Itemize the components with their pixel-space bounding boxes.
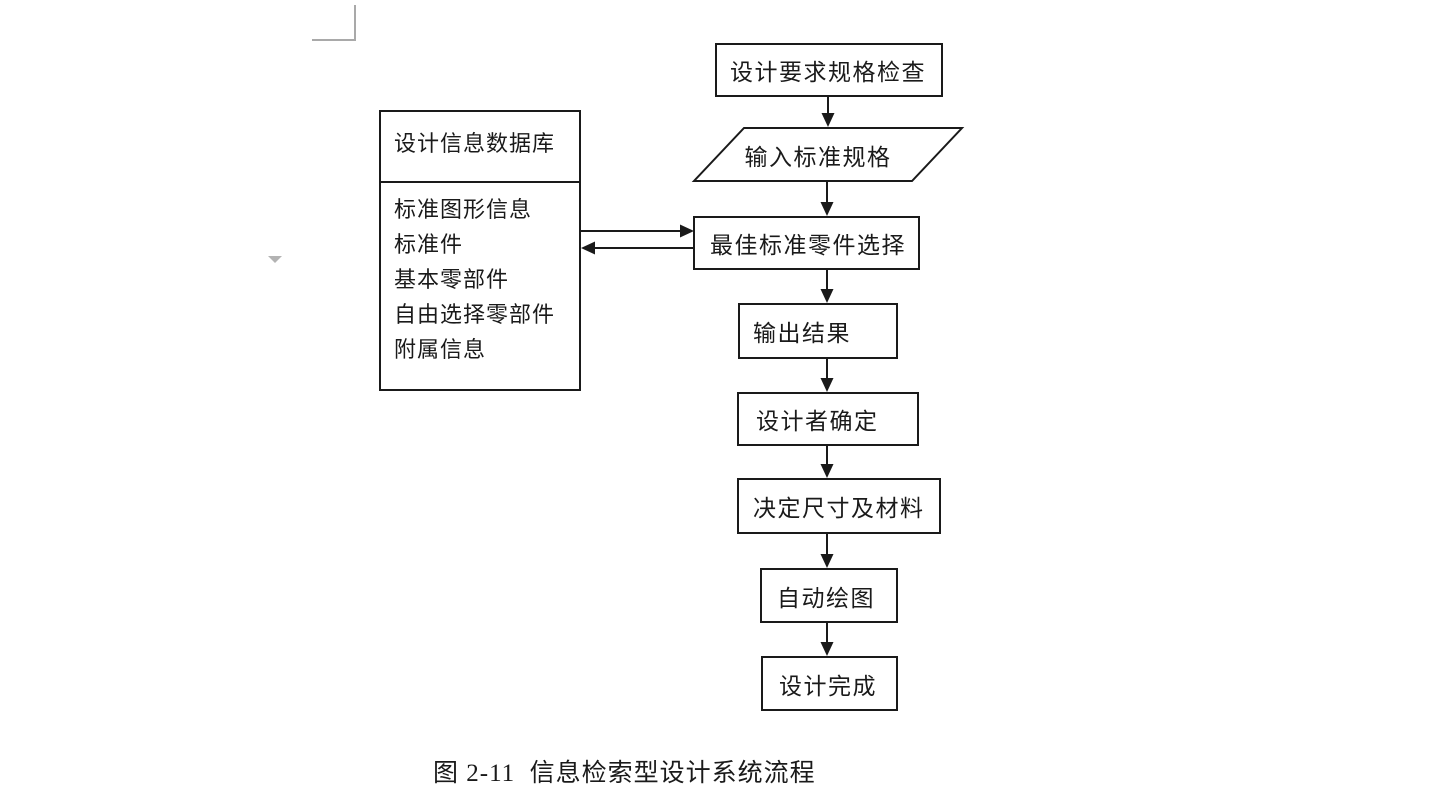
arrow-head-5	[820, 464, 834, 478]
database-item: 基本零部件	[394, 267, 510, 292]
arrow-head-6	[820, 554, 834, 568]
database-item: 标准图形信息	[394, 197, 533, 222]
collapse-triangle-icon[interactable]	[268, 256, 282, 263]
arrow-head-1	[821, 113, 835, 127]
flow-node-spec-check: 设计要求规格检查	[715, 43, 943, 97]
arrow-head-7	[820, 642, 834, 656]
database-box: 设计信息数据库 标准图形信息 标准件 基本零部件 自由选择零部件 附属信息	[379, 110, 581, 391]
vertical-arrows	[820, 96, 835, 656]
flow-node-best-standard-part-select: 最佳标准零件选择	[693, 216, 920, 270]
page-margin-corner-mark	[312, 5, 356, 41]
arrow-head-2	[820, 202, 834, 216]
flow-node-designer-confirm: 设计者确定	[737, 392, 919, 446]
database-item: 标准件	[394, 232, 464, 257]
flow-node-output-result: 输出结果	[738, 303, 898, 359]
database-item: 自由选择零部件	[394, 302, 556, 327]
arrow-head-4	[820, 378, 834, 392]
database-item-list: 标准图形信息 标准件 基本零部件 自由选择零部件 附属信息	[381, 183, 579, 367]
io-parallelogram-shape	[691, 127, 965, 182]
database-title: 设计信息数据库	[381, 112, 579, 183]
flow-node-design-done: 设计完成	[761, 656, 898, 711]
select-to-db-head	[581, 241, 595, 255]
flow-node-auto-draw: 自动绘图	[760, 568, 898, 623]
arrow-head-3	[820, 289, 834, 303]
flow-node-size-material: 决定尺寸及材料	[737, 478, 941, 534]
figure-caption: 图 2-11 信息检索型设计系统流程	[433, 760, 816, 787]
database-item: 附属信息	[394, 337, 487, 362]
db-to-select-head	[680, 224, 694, 238]
flow-node-input-spec: 输入标准规格	[744, 143, 892, 170]
db-link-arrows	[581, 224, 694, 255]
